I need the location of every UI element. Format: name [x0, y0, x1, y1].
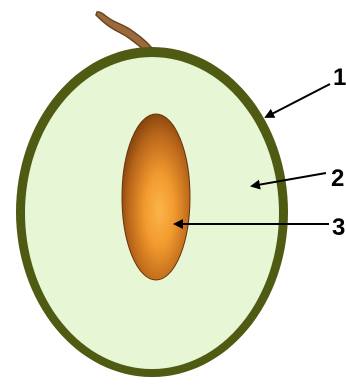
callout-number-3: 3	[332, 214, 345, 241]
callout-arrow-1	[266, 84, 330, 117]
seed	[122, 114, 190, 280]
callout-number-1: 1	[333, 64, 346, 91]
callout-number-2: 2	[331, 165, 344, 192]
stem	[96, 12, 151, 52]
